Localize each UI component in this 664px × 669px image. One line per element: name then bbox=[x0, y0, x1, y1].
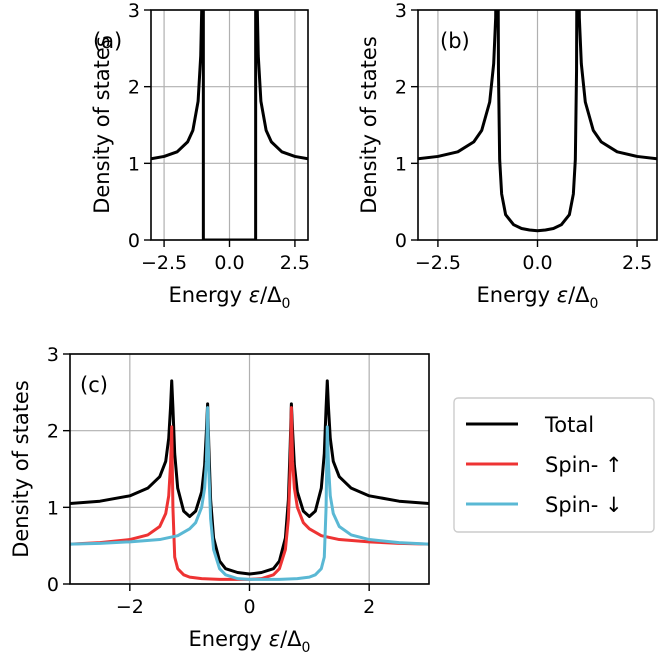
x-axis-label: Energy ε/Δ0 bbox=[477, 283, 599, 312]
legend-box bbox=[453, 397, 655, 533]
y-tick-label: 1 bbox=[128, 153, 140, 175]
x-axis-label: Energy ε/Δ0 bbox=[189, 627, 311, 656]
y-tick-label: 3 bbox=[395, 0, 407, 22]
series-line-total-0 bbox=[70, 379, 429, 576]
y-axis-label: Density of states bbox=[357, 36, 381, 214]
panel-label: (a) bbox=[93, 29, 122, 53]
x-tick-label: 0 bbox=[243, 596, 255, 618]
panel-label: (c) bbox=[80, 373, 108, 397]
legend-label: Total bbox=[544, 413, 594, 437]
series-line-dos-0 bbox=[418, 10, 657, 233]
x-tick-label: 2 bbox=[363, 596, 375, 618]
x-tick-label: 0.0 bbox=[214, 252, 244, 274]
y-tick-label: 2 bbox=[47, 421, 59, 443]
y-tick-label: 3 bbox=[128, 0, 140, 22]
x-tick-label: 0.0 bbox=[522, 252, 552, 274]
y-tick-label: 0 bbox=[128, 230, 140, 252]
y-tick-label: 1 bbox=[395, 153, 407, 175]
y-tick-label: 0 bbox=[47, 574, 59, 596]
y-axis-label: Density of states bbox=[9, 380, 33, 558]
y-tick-label: 3 bbox=[47, 344, 59, 366]
x-tick-label: 2.5 bbox=[280, 252, 310, 274]
x-tick-label: −2.5 bbox=[141, 252, 187, 274]
x-tick-label: −2 bbox=[116, 596, 144, 618]
x-tick-label: −2.5 bbox=[415, 252, 461, 274]
x-axis-label: Energy ε/Δ0 bbox=[169, 283, 291, 312]
panel-label: (b) bbox=[440, 29, 470, 53]
legend-label: Spin- ↑ bbox=[545, 453, 623, 477]
series-line-spin-2 bbox=[70, 406, 429, 581]
y-tick-label: 2 bbox=[128, 77, 140, 99]
y-tick-label: 1 bbox=[47, 497, 59, 519]
y-tick-label: 0 bbox=[395, 230, 407, 252]
series-line-dos-0 bbox=[151, 10, 308, 240]
y-axis-label: Density of states bbox=[90, 36, 114, 214]
x-tick-label: 2.5 bbox=[622, 252, 652, 274]
legend-label: Spin- ↓ bbox=[545, 493, 623, 517]
y-tick-label: 2 bbox=[395, 77, 407, 99]
